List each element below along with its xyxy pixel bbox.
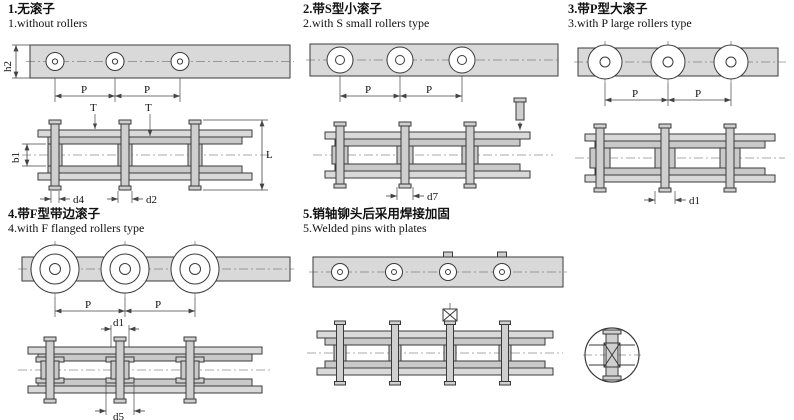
section-4: 4.带F型带边滚子 4.with F flanged rollers type: [0, 205, 295, 420]
dim-label-d1: d1: [689, 195, 700, 205]
dim-h2: h2: [2, 44, 32, 79]
pin-head: [443, 251, 453, 258]
dim-label-L: L: [266, 149, 273, 161]
pin-assembly: [443, 320, 457, 386]
weld-mark: [442, 303, 458, 322]
section1-side-view: [26, 44, 294, 79]
dim-d7: d7: [386, 187, 439, 203]
dim-label-d4: d4: [73, 194, 85, 205]
section2-plan-view: [313, 121, 553, 189]
weld-x-symbol: [603, 342, 621, 368]
section2-drawing: P P: [306, 43, 559, 203]
section5-drawing: [307, 251, 641, 386]
weld-detail-circle: [583, 327, 641, 383]
dim-T-2: T: [145, 102, 153, 136]
section2-title-en: 2.with S small rollers type: [303, 16, 430, 30]
roller-assembly: [461, 121, 479, 189]
dim-d2: d2: [107, 191, 157, 205]
pin-assembly: [117, 119, 133, 191]
section1-title-en: 1.without rollers: [8, 16, 88, 30]
dim-label-d7: d7: [427, 191, 439, 203]
pin-head: [497, 251, 507, 258]
section-5: 5.销轴铆头后采用焊接加固 5.Welded pins with plates: [295, 205, 645, 420]
dim-label-P: P: [632, 88, 638, 100]
dim-label-P: P: [144, 84, 150, 96]
section2-side-view: [306, 43, 559, 77]
section3-plan-view: [575, 123, 785, 193]
dim-label-P: P: [365, 84, 371, 96]
dim-T-1: T: [90, 102, 98, 129]
section4-drawing: P P d1: [18, 241, 294, 420]
dim-label-P: P: [426, 84, 432, 96]
dim-P-row3: P P: [604, 83, 732, 106]
section5-title-cn: 5.销轴铆头后采用焊接加固: [303, 207, 450, 221]
pin-assembly: [187, 119, 203, 191]
section-1: 1.无滚子 1.without rollers h2: [0, 0, 295, 205]
section3-drawing: P P: [574, 41, 786, 205]
roller-assembly: [331, 121, 349, 189]
section5-title-en: 5.Welded pins with plates: [303, 221, 427, 235]
dim-d4: d4: [40, 191, 85, 205]
section1-title-cn: 1.无滚子: [8, 2, 55, 16]
section5-plan-view: [307, 303, 563, 386]
flanged-roller-assembly: [105, 336, 135, 404]
section4-title-en: 4.with F flanged rollers type: [8, 221, 145, 235]
section-3: 3.带P型大滚子 3.with P large rollers type: [560, 0, 794, 205]
dim-label-P: P: [695, 88, 701, 100]
dim-P-row4: P P: [54, 297, 196, 317]
dim-d1: d1: [644, 191, 700, 205]
dim-P-row2: P P: [339, 76, 463, 102]
dim-label-b1: b1: [10, 152, 22, 163]
section3-title-cn: 3.带P型大滚子: [568, 2, 648, 16]
flanged-roller-assembly: [175, 336, 205, 404]
dim-label-P: P: [85, 299, 91, 311]
dim-label-T: T: [145, 102, 152, 114]
section1-plan-view: [22, 119, 272, 191]
roller-assembly: [396, 121, 414, 189]
pin-assembly: [498, 320, 512, 386]
large-roller-assembly: [719, 123, 741, 193]
dim-label-P: P: [155, 299, 161, 311]
section-2: 2.带S型小滚子 2.with S small rollers type: [295, 0, 560, 205]
dim-P-row1: P P: [54, 78, 181, 102]
dim-label-d2: d2: [146, 194, 157, 205]
dim-label-d5: d5: [113, 411, 125, 420]
section3-side-view: [574, 41, 786, 83]
dim-b1: b1: [10, 143, 46, 167]
dim-label-T: T: [90, 102, 97, 114]
large-roller-assembly: [589, 123, 611, 193]
section4-title-cn: 4.带F型带边滚子: [8, 207, 101, 221]
pin-assembly: [333, 320, 347, 386]
section3-title-en: 3.with P large rollers type: [568, 16, 692, 30]
dim-L: L: [203, 119, 273, 191]
flanged-roller-assembly: [35, 336, 65, 404]
large-roller-assembly: [654, 123, 676, 193]
dim-label-P: P: [81, 84, 87, 96]
dim-label-d1: d1: [113, 317, 124, 329]
section4-side-view: [18, 241, 294, 297]
section1-drawing: h2 P P: [2, 44, 294, 205]
dim-label-h2: h2: [2, 61, 14, 72]
dim-d5: d5: [95, 384, 145, 420]
pin-assembly: [388, 320, 402, 386]
section2-title-cn: 2.带S型小滚子: [303, 2, 382, 16]
section4-plan-view: [18, 336, 272, 404]
pin-assembly: [47, 119, 63, 191]
loose-pin: [513, 97, 527, 130]
section5-side-view: [309, 251, 567, 288]
